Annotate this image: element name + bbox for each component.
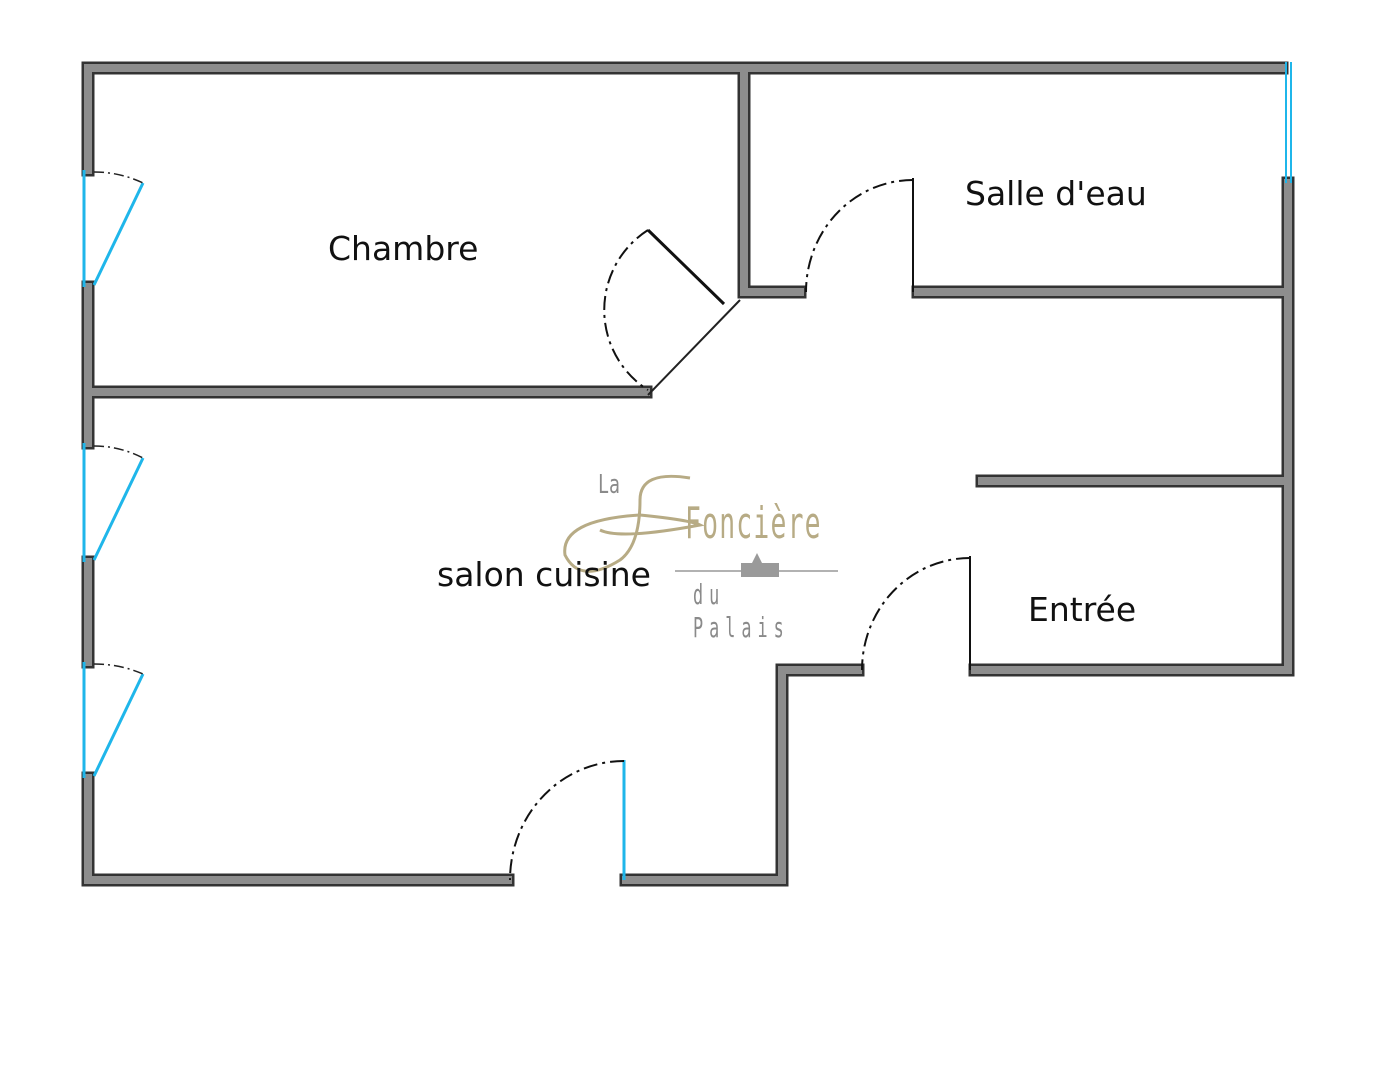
room-label-salle-eau: Salle d'eau [965, 174, 1147, 213]
windows [82, 62, 1292, 778]
window-right [1285, 62, 1292, 183]
logo-line3: du Palais [693, 578, 790, 644]
logo-line1: La [598, 470, 620, 500]
room-label-entree: Entrée [1028, 590, 1137, 629]
walls [81, 61, 1295, 887]
door-salon [509, 760, 626, 881]
doors [509, 178, 971, 881]
logo-mark [563, 474, 838, 577]
door-entree [861, 556, 971, 671]
room-label-chambre: Chambre [328, 229, 479, 268]
logo-watermark: La Foncière du Palais [560, 468, 850, 644]
door-salle-eau [805, 178, 914, 293]
window-left-3 [82, 662, 145, 778]
logo-line2: Foncière [685, 498, 822, 549]
diagonal-opening [647, 299, 741, 396]
room-label-salon-cuisine: salon cuisine [437, 555, 651, 594]
window-left-2 [82, 443, 145, 562]
door-chambre [603, 228, 726, 391]
window-left-1 [82, 170, 145, 287]
